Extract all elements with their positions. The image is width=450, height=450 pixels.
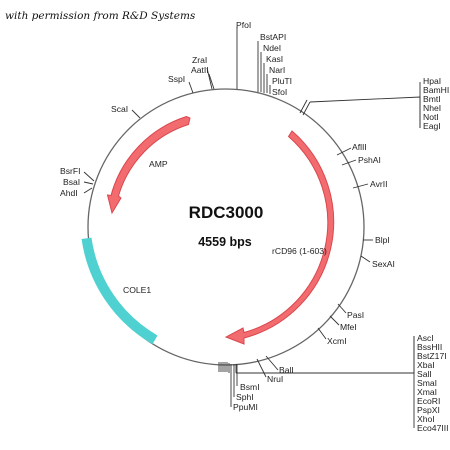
- site-sphi: SphI: [236, 392, 254, 402]
- rcd96-arrow: [224, 130, 335, 345]
- site-bali: BalI: [279, 365, 294, 375]
- site-sexai: SexAI: [372, 259, 395, 269]
- site-ndei: NdeI: [263, 43, 281, 53]
- plasmid-size: 4559 bps: [198, 235, 252, 249]
- site-asci: AscI: [417, 333, 434, 343]
- site-scai: ScaI: [111, 104, 128, 114]
- site-xbai: XbaI: [417, 360, 435, 370]
- site-ppumi: PpuMI: [233, 402, 258, 412]
- site-bstz17i: BstZ17I: [417, 351, 447, 361]
- site-bsai: BsaI: [63, 177, 80, 187]
- site-ecori: EcoRI: [417, 396, 440, 406]
- site-nrui: NruI: [267, 374, 283, 384]
- site-xmai: XmaI: [417, 387, 437, 397]
- site-mfei: MfeI: [340, 322, 357, 332]
- site-bmti: BmtI: [423, 94, 441, 104]
- plasmid-backbone: [87, 88, 365, 366]
- site-nhei: NheI: [423, 103, 441, 113]
- site-hpai: HpaI: [423, 76, 441, 86]
- site-ticks: [83, 27, 421, 428]
- site-xcmi: XcmI: [327, 336, 347, 346]
- site-sali: SalI: [417, 369, 432, 379]
- site-avrii: AvrII: [370, 179, 388, 189]
- site-bsmi: BsmI: [240, 382, 260, 392]
- credit-text: with permission from R&D Systems: [5, 10, 196, 22]
- site-aatii: AatII: [191, 65, 209, 75]
- site-pspxi: PspXI: [417, 405, 440, 415]
- site-smai: SmaI: [417, 378, 437, 388]
- site-aflii: AflII: [352, 142, 367, 152]
- site-kasi: KasI: [266, 54, 283, 64]
- site-eagi: EagI: [423, 121, 441, 131]
- site-noti: NotI: [423, 112, 439, 122]
- site-blpi: BlpI: [375, 235, 390, 245]
- site-xhoi: XhoI: [417, 414, 435, 424]
- site-sfoi: SfoI: [272, 87, 287, 97]
- cole1-segment: [81, 237, 158, 345]
- site-eco47iii: Eco47III: [417, 423, 449, 433]
- site-pasi: PasI: [347, 310, 364, 320]
- site-pshai: PshAI: [358, 155, 381, 165]
- site-sspi: SspI: [168, 74, 185, 84]
- site-ahdi: AhdI: [60, 188, 78, 198]
- site-nari: NarI: [269, 65, 285, 75]
- site-bsshii: BssHII: [417, 342, 442, 352]
- cole1-label: COLE1: [123, 285, 151, 295]
- site-zrai: ZraI: [192, 55, 207, 65]
- site-bsrfi: BsrFI: [60, 166, 81, 176]
- site-bstapi: BstAPI: [260, 32, 286, 42]
- site-bamhi: BamHI: [423, 85, 449, 95]
- amp-arrow: [106, 115, 191, 215]
- plasmid-name: RDC3000: [189, 203, 264, 222]
- site-pluti: PluTI: [272, 76, 292, 86]
- rcd96-label: rCD96 (1-603): [272, 246, 327, 256]
- amp-label: AMP: [149, 159, 168, 169]
- site-pfoi: PfoI: [236, 20, 251, 30]
